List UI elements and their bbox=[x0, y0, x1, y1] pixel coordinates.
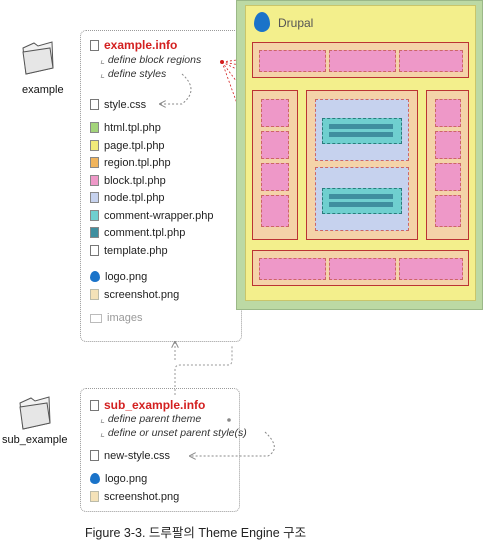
comment bbox=[329, 202, 393, 207]
file-logo: logo.png bbox=[90, 270, 147, 285]
node bbox=[315, 99, 409, 161]
folder-icon bbox=[22, 41, 54, 75]
header-block bbox=[329, 50, 396, 72]
sidebar-block bbox=[435, 195, 461, 227]
info-note-regions: ⌞ define block regions bbox=[100, 54, 202, 66]
drupal-drop-icon bbox=[90, 473, 100, 484]
image-file-icon bbox=[90, 289, 99, 300]
document-icon bbox=[90, 244, 99, 256]
comment-wrapper bbox=[322, 118, 402, 144]
example-info-file: example.info bbox=[90, 38, 177, 53]
template-icon bbox=[90, 139, 99, 151]
footer-region bbox=[252, 250, 469, 286]
node bbox=[315, 167, 409, 231]
file-comment-tpl-php: comment.tpl.php bbox=[90, 226, 185, 241]
drupal-logo-icon bbox=[254, 12, 270, 32]
file-screenshot: screenshot.png bbox=[90, 288, 179, 303]
file-comment-wrapper-php: comment-wrapper.php bbox=[90, 209, 213, 224]
sidebar-block bbox=[435, 163, 461, 191]
brand-name: Drupal bbox=[278, 16, 314, 30]
footer-block bbox=[259, 258, 326, 280]
template-icon bbox=[90, 209, 99, 221]
sub-example-info-file: sub_example.info bbox=[90, 398, 205, 413]
sub-theme-file-list bbox=[80, 388, 240, 512]
file-block-tpl-php: block.tpl.php bbox=[90, 174, 166, 189]
comment-wrapper bbox=[322, 188, 402, 214]
file-template-php: template.php bbox=[90, 244, 168, 259]
template-icon bbox=[90, 227, 99, 238]
sidebar-first-region bbox=[252, 90, 298, 240]
sub-file-logo: logo.png bbox=[90, 472, 147, 487]
file-new-style-css: new-style.css bbox=[90, 449, 170, 464]
folder-label-example: example bbox=[22, 84, 64, 96]
sidebar-block bbox=[261, 163, 289, 191]
file-html-tpl-php: html.tpl.php bbox=[90, 121, 161, 136]
content-region bbox=[306, 90, 418, 240]
file-page-tpl-php: page.tpl.php bbox=[90, 139, 165, 154]
template-icon bbox=[90, 192, 99, 203]
figure-caption: Figure 3-3. 드루팔의 Theme Engine 구조 bbox=[85, 526, 307, 540]
comment bbox=[329, 132, 393, 137]
sidebar-block bbox=[435, 131, 461, 159]
image-file-icon bbox=[90, 491, 99, 502]
document-icon bbox=[90, 450, 99, 461]
template-icon bbox=[90, 157, 99, 168]
folder-icon bbox=[19, 396, 51, 430]
header-block bbox=[399, 50, 463, 72]
file-region-tpl-php: region.tpl.php bbox=[90, 156, 171, 171]
sidebar-block bbox=[261, 131, 289, 159]
folder-icon bbox=[90, 314, 102, 323]
comment bbox=[329, 124, 393, 129]
sub-info-note-styles: ⌞ define or unset parent style(s) bbox=[100, 427, 247, 439]
footer-block bbox=[399, 258, 463, 280]
folder-label-sub-example: sub_example bbox=[2, 434, 68, 446]
sidebar-block bbox=[261, 195, 289, 227]
document-icon bbox=[90, 400, 99, 411]
document-icon bbox=[90, 99, 99, 110]
template-icon bbox=[90, 174, 99, 186]
document-icon bbox=[90, 40, 99, 51]
sidebar-block bbox=[435, 99, 461, 127]
drupal-drop-icon bbox=[90, 271, 100, 282]
sidebar-second-region bbox=[426, 90, 469, 240]
sub-info-note-parent: ⌞ define parent theme bbox=[100, 413, 202, 425]
file-node-tpl-php: node.tpl.php bbox=[90, 191, 165, 206]
info-note-styles: ⌞ define styles bbox=[100, 68, 167, 80]
page-preview: Drupal bbox=[236, 0, 483, 310]
html-layer: Drupal bbox=[245, 5, 476, 301]
template-icon bbox=[90, 122, 99, 133]
header-block bbox=[259, 50, 326, 72]
sub-file-screenshot: screenshot.png bbox=[90, 490, 179, 505]
header-region bbox=[252, 42, 469, 78]
file-style-css: style.css bbox=[90, 98, 146, 113]
sidebar-block bbox=[261, 99, 289, 127]
footer-block bbox=[329, 258, 396, 280]
comment bbox=[329, 194, 393, 199]
folder-images: images bbox=[90, 311, 142, 326]
